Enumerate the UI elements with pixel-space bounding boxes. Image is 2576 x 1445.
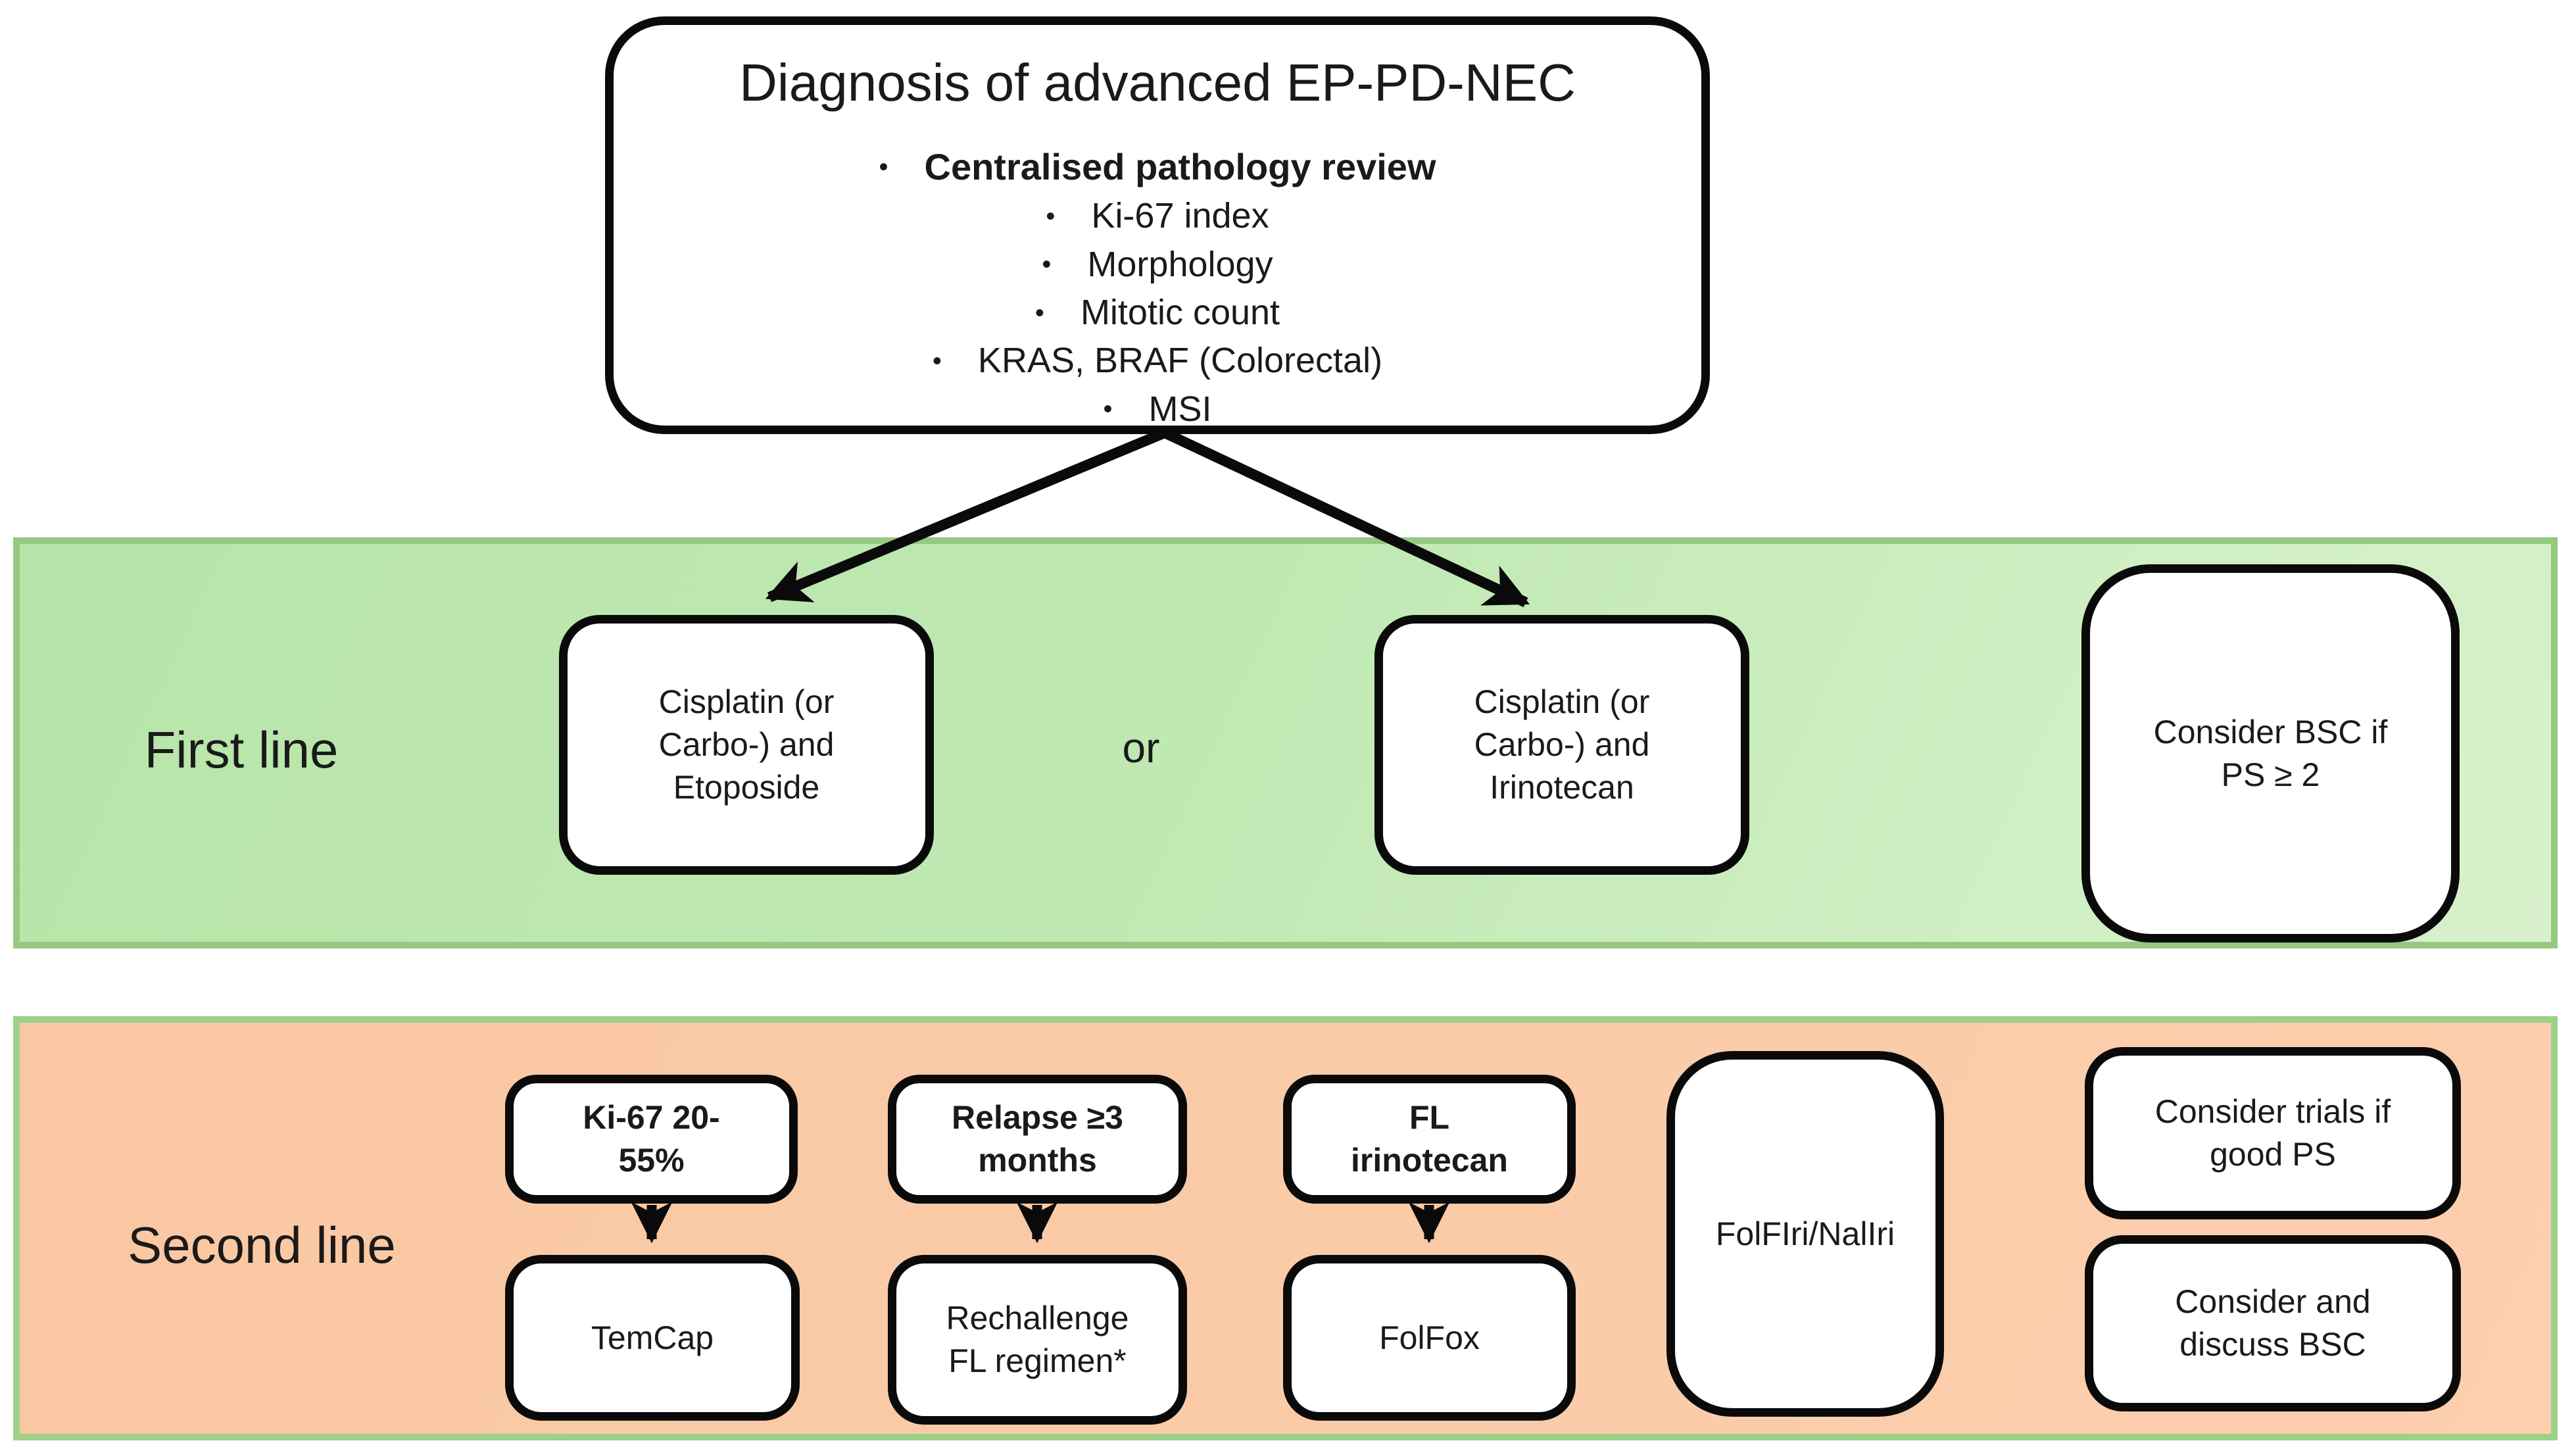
bullet-item: • Mitotic count: [1035, 289, 1280, 337]
bullet-icon: •: [1046, 201, 1056, 231]
bullet-icon: •: [1042, 250, 1052, 280]
bullet-icon: •: [932, 346, 942, 376]
bullet-text: KRAS, BRAF (Colorectal): [977, 341, 1383, 381]
first-line-label: First line: [144, 720, 339, 779]
bullet-icon: •: [1103, 395, 1113, 424]
bullet-icon: •: [879, 152, 888, 182]
second-line-label: Second line: [128, 1215, 396, 1274]
bullet-text: Morphology: [1087, 244, 1273, 284]
node-ki67-20-55: Ki-67 20- 55%: [505, 1075, 798, 1204]
bullet-text: Ki-67 index: [1091, 196, 1269, 236]
diagnosis-box: Diagnosis of advanced EP-PD-NEC • Centra…: [605, 16, 1710, 434]
node-cisplatin-etoposide: Cisplatin (or Carbo-) and Etoposide: [559, 615, 934, 875]
arrow-diagnosis-to-etoposide: [765, 428, 1167, 602]
node-relapse-3-months: Relapse ≥3 months: [888, 1075, 1187, 1204]
bullet-text: MSI: [1148, 389, 1212, 429]
node-consider-trials: Consider trials if good PS: [2085, 1047, 2461, 1219]
or-label: or: [1122, 724, 1160, 771]
arrow-diagnosis-to-irinotecan: [1162, 428, 1530, 608]
bullet-item: • Morphology: [1042, 241, 1273, 289]
bullet-text: Centralised pathology review: [924, 146, 1436, 187]
bullet-item: • MSI: [1103, 385, 1211, 433]
diagnosis-title: Diagnosis of advanced EP-PD-NEC: [739, 53, 1576, 112]
node-consider-bsc-first-line: Consider BSC if PS ≥ 2: [2081, 564, 2460, 943]
node-fl-irinotecan: FL irinotecan: [1283, 1075, 1576, 1204]
bullet-item: • Centralised pathology review: [879, 142, 1436, 192]
node-consider-discuss-bsc: Consider and discuss BSC: [2085, 1235, 2461, 1411]
bullet-item: • Ki-67 index: [1046, 192, 1269, 240]
node-folfiri-naliri: FolFIri/NalIri: [1666, 1051, 1944, 1417]
bullet-text: Mitotic count: [1080, 293, 1280, 333]
node-cisplatin-irinotecan: Cisplatin (or Carbo-) and Irinotecan: [1374, 615, 1749, 875]
bullet-item: • KRAS, BRAF (Colorectal): [933, 337, 1382, 385]
node-folfox: FolFox: [1283, 1255, 1576, 1421]
bullet-icon: •: [1034, 298, 1044, 328]
node-temcap: TemCap: [505, 1255, 800, 1421]
node-rechallenge-fl-regimen: Rechallenge FL regimen*: [888, 1255, 1187, 1425]
